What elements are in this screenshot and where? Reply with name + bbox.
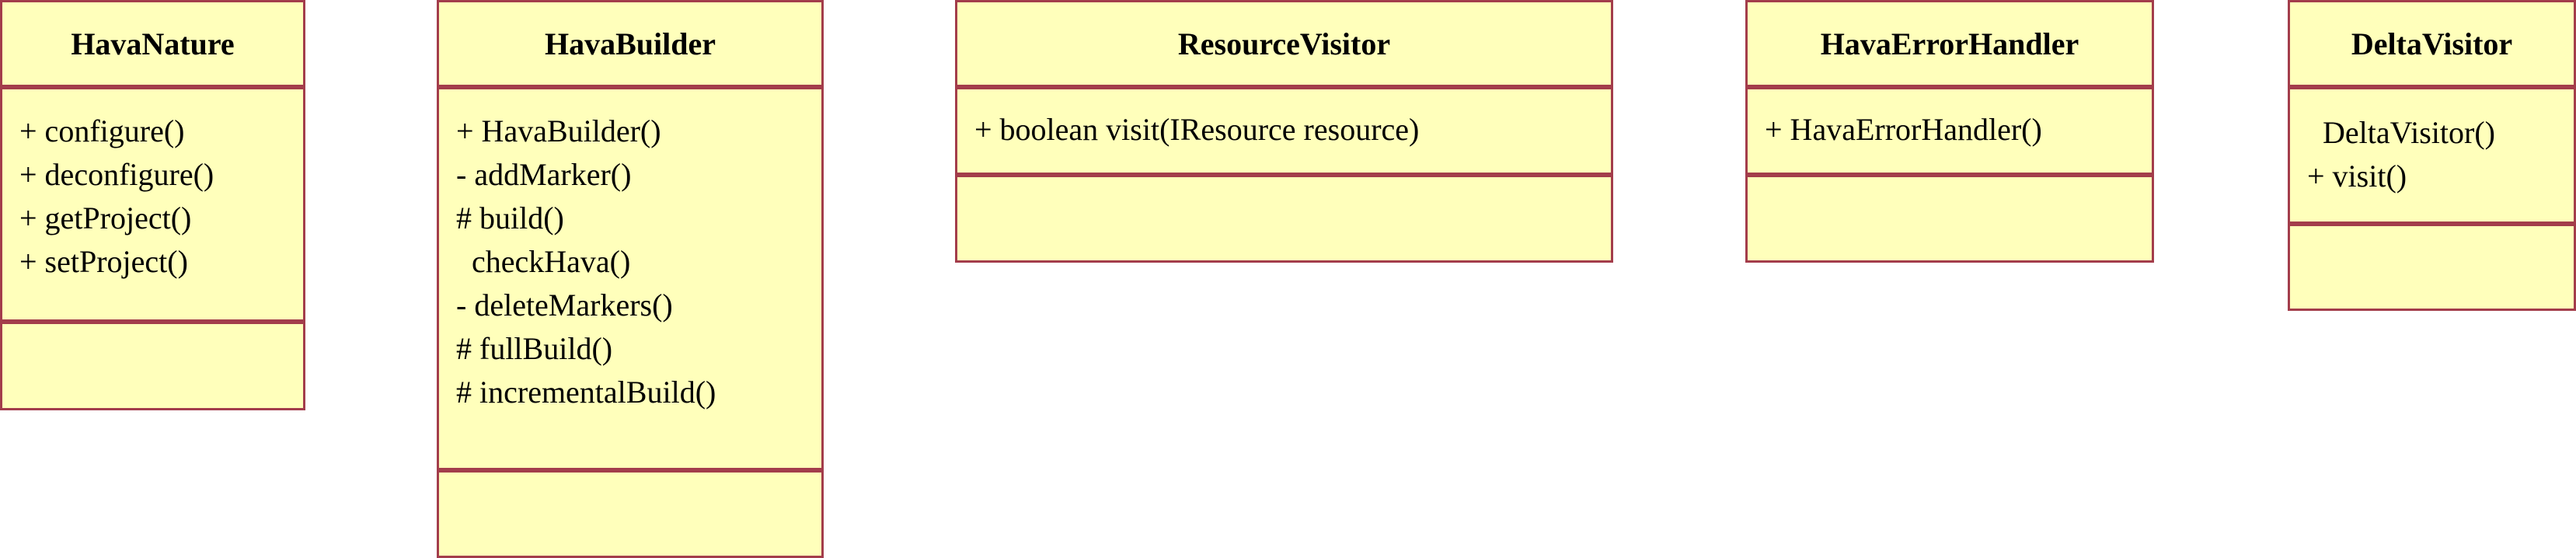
operation: + visit() <box>2307 159 2407 194</box>
operation: DeltaVisitor() <box>2307 115 2495 150</box>
operations-compartment: + HavaErrorHandler() <box>1745 87 2154 175</box>
attributes-compartment <box>2288 224 2576 311</box>
operation: + boolean visit(IResource resource) <box>974 112 1420 147</box>
operations-compartment: DeltaVisitor() + visit() <box>2288 87 2576 224</box>
operation: - addMarker() <box>456 157 632 192</box>
operation: # incrementalBuild() <box>456 375 716 410</box>
operation: checkHava() <box>456 244 631 279</box>
operations-compartment: + boolean visit(IResource resource) <box>955 87 1613 175</box>
operation: - deleteMarkers() <box>456 288 673 323</box>
attributes-compartment <box>0 322 305 410</box>
class-resource-visitor: ResourceVisitor + boolean visit(IResourc… <box>955 0 1613 263</box>
attributes-compartment <box>955 175 1613 263</box>
class-name: ResourceVisitor <box>955 0 1613 87</box>
operations-compartment: + configure() + deconfigure() + getProje… <box>0 87 305 322</box>
class-delta-visitor: DeltaVisitor DeltaVisitor() + visit() <box>2288 0 2576 311</box>
operation: + setProject() <box>19 244 188 279</box>
operations-compartment: + HavaBuilder() - addMarker() # build() … <box>437 87 824 470</box>
operation: # fullBuild() <box>456 331 613 366</box>
operation: # build() <box>456 201 564 235</box>
operation: + HavaErrorHandler() <box>1765 112 2042 147</box>
class-name: HavaErrorHandler <box>1745 0 2154 87</box>
operation: + HavaBuilder() <box>456 113 661 148</box>
class-hava-builder: HavaBuilder + HavaBuilder() - addMarker(… <box>437 0 824 558</box>
operation: + deconfigure() <box>19 157 214 192</box>
class-name: HavaBuilder <box>437 0 824 87</box>
class-hava-nature: HavaNature + configure() + deconfigure()… <box>0 0 305 410</box>
attributes-compartment <box>1745 175 2154 263</box>
operation: + getProject() <box>19 201 192 235</box>
attributes-compartment <box>437 470 824 558</box>
operation: + configure() <box>19 113 185 148</box>
class-hava-error-handler: HavaErrorHandler + HavaErrorHandler() <box>1745 0 2154 263</box>
class-name: HavaNature <box>0 0 305 87</box>
class-name: DeltaVisitor <box>2288 0 2576 87</box>
